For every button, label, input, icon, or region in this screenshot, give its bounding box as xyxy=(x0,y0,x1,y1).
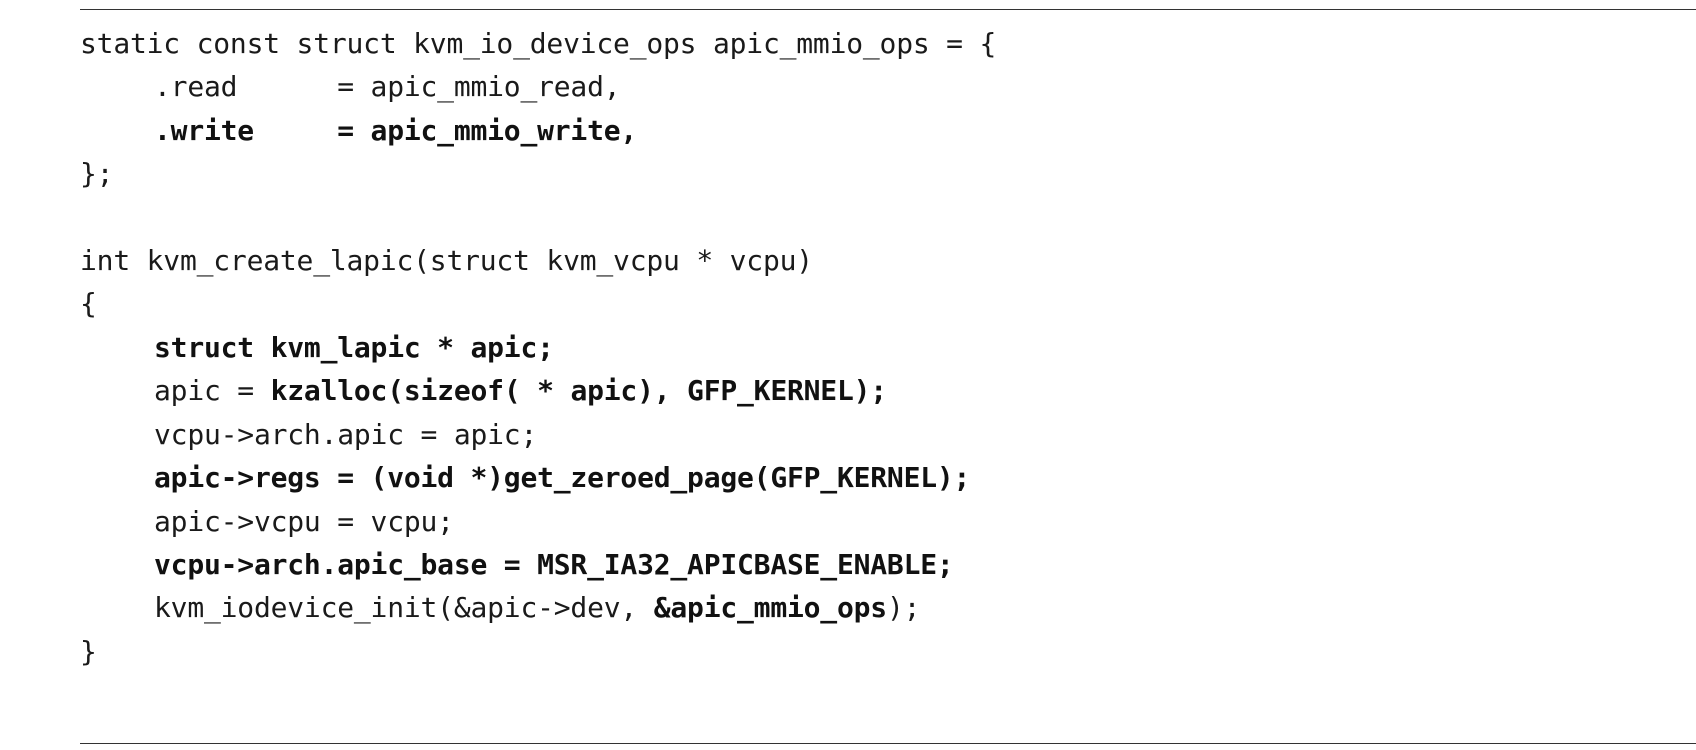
code-line-1: static const struct kvm_io_device_ops ap… xyxy=(80,27,997,60)
code-line-10: vcpu->arch.apic = apic; xyxy=(154,418,538,451)
code-line-11: apic->regs = (void *)get_zeroed_page(GFP… xyxy=(154,461,971,494)
code-line-2: .read = apic_mmio_read, xyxy=(154,70,621,103)
code-line-15: } xyxy=(80,635,97,668)
code-line-12: apic->vcpu = vcpu; xyxy=(154,505,454,538)
code-line-8: struct kvm_lapic * apic; xyxy=(154,331,554,364)
code-line-9: apic = kzalloc(sizeof( * apic), GFP_KERN… xyxy=(154,367,887,414)
top-rule xyxy=(80,9,1696,10)
code-listing: static const struct kvm_io_device_ops ap… xyxy=(80,0,1696,750)
code-line-13: vcpu->arch.apic_base = MSR_IA32_APICBASE… xyxy=(154,548,954,581)
code-line-4: }; xyxy=(80,157,114,190)
code-line-3: .write = apic_mmio_write, xyxy=(154,114,638,147)
code-line-14: kvm_iodevice_init(&apic->dev, &apic_mmio… xyxy=(154,584,920,631)
code-line-14-close: ); xyxy=(886,591,921,624)
code-line-9-assign: apic = xyxy=(154,374,271,407)
code-line-14-ops-arg: &apic_mmio_ops xyxy=(653,591,887,624)
code-line-14-call: kvm_iodevice_init(&apic->dev, xyxy=(154,591,654,624)
code-line-7: { xyxy=(80,287,97,320)
bottom-rule xyxy=(80,743,1696,744)
code-line-9-call: kzalloc(sizeof( * apic), GFP_KERNEL); xyxy=(270,374,888,407)
code-line-6: int kvm_create_lapic(struct kvm_vcpu * v… xyxy=(80,244,813,277)
